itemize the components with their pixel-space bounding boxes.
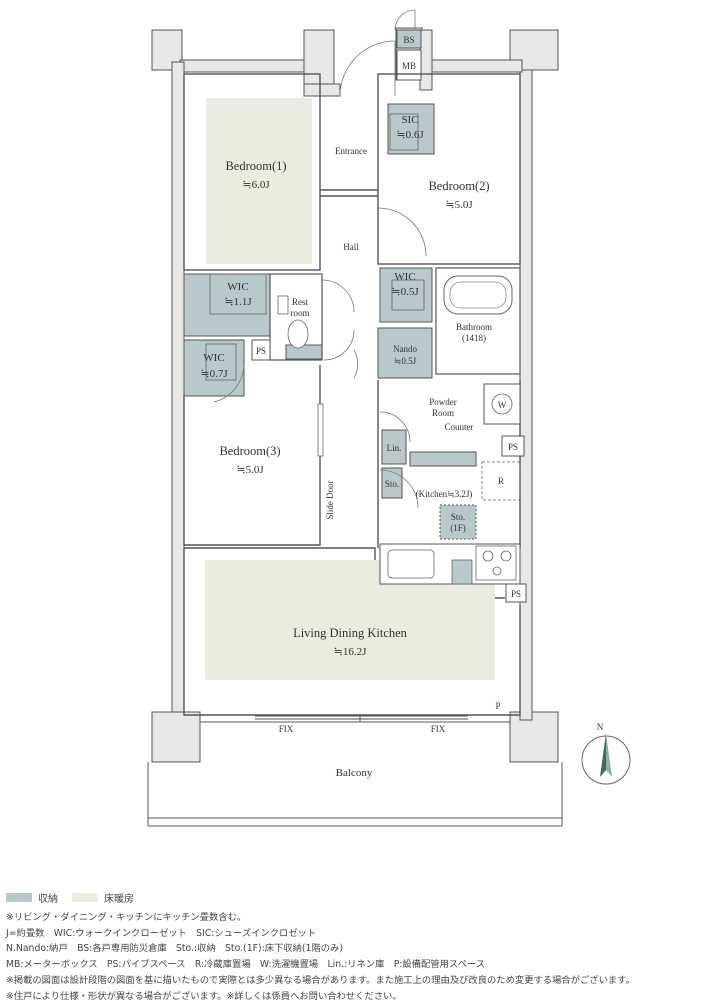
ps-label-restroom: PS xyxy=(256,346,266,356)
bedroom3-size: ≒5.0J xyxy=(236,464,264,476)
slide-door-label: Slide Door xyxy=(325,480,335,519)
bedroom2-size: ≒5.0J xyxy=(445,199,473,211)
p-label: P xyxy=(495,701,500,711)
note-line: MB:メーターボックス PS:パイプスペース R:冷蔵庫置場 W:洗濯機置場 L… xyxy=(6,959,485,971)
north-label: N xyxy=(597,722,604,732)
sto1f-line2: (1F) xyxy=(450,523,466,533)
ps-box-powder xyxy=(501,435,525,457)
ps-label-powder: PS xyxy=(508,442,518,452)
lin-area xyxy=(381,429,407,465)
powder-line2: Room xyxy=(432,408,454,418)
washer-label: W xyxy=(498,400,507,410)
balcony-label: Balcony xyxy=(336,767,373,779)
bedroom1-size: ≒6.0J xyxy=(242,179,270,191)
lin-label: Lin. xyxy=(387,443,402,453)
floor-plan: BS MB xyxy=(147,9,631,827)
bs-box xyxy=(396,29,422,49)
restroom-line1: Rest xyxy=(292,297,309,307)
sic-name: SIC xyxy=(401,114,418,126)
window-line xyxy=(200,714,510,723)
wic-inner-lines xyxy=(205,113,425,381)
toilet-fixture xyxy=(277,295,309,349)
wic3-size: ≒0.5J xyxy=(391,286,419,298)
mb-label: MB xyxy=(402,61,416,71)
washer-box xyxy=(483,383,521,425)
mb-box xyxy=(396,49,422,81)
legend-floor-heating-swatch xyxy=(72,893,98,902)
restroom-line2: room xyxy=(291,308,310,318)
wic3-area xyxy=(379,267,433,323)
kitchen-label: (Kitchen≒3.2J) xyxy=(416,489,473,499)
bathtub xyxy=(443,275,513,315)
washer-drum xyxy=(491,393,513,415)
bedroom3-name: Bedroom(3) xyxy=(219,444,280,458)
fridge-space xyxy=(481,461,521,501)
kitchen-storage xyxy=(451,559,473,585)
sto-label: Sto. xyxy=(385,479,399,489)
note-line: N.Nando:納戸 BS:各戸専用防災倉庫 Sto.:収納 Sto.(1F):… xyxy=(6,943,343,955)
fridge-label: R xyxy=(498,476,504,486)
powder-line1: Powder xyxy=(429,397,457,407)
bedroom1-name: Bedroom(1) xyxy=(225,159,286,173)
legend-storage-swatch xyxy=(6,893,32,902)
floor-heating-bedroom1 xyxy=(206,98,312,264)
slide-door xyxy=(317,403,324,457)
nando-area xyxy=(377,327,433,379)
powder-floor xyxy=(409,451,477,467)
note-line: ※リビング・ダイニング・キッチンにキッチン畳数含む。 xyxy=(6,912,247,923)
counter-label: Counter xyxy=(445,422,474,432)
fix-label-left: FIX xyxy=(279,724,294,734)
stove xyxy=(475,545,517,581)
ldk-name: Living Dining Kitchen xyxy=(293,626,408,640)
wic1-area xyxy=(183,273,271,337)
sto1f-area xyxy=(439,504,477,540)
notes: ※リビング・ダイニング・キッチンにキッチン畳数含む。 J=約畳数 WIC:ウォー… xyxy=(6,910,704,1004)
sic-area xyxy=(387,103,435,155)
note-line: ※掲載の図面は設計段階の図面を基に描いたもので実際とは多少異なる場合があります。… xyxy=(6,974,635,986)
bathroom-name: Bathroom xyxy=(456,322,492,332)
wic1-name: WIC xyxy=(227,281,248,293)
entrance-door xyxy=(339,9,416,97)
door-swings xyxy=(213,207,427,509)
hall-label: Hall xyxy=(343,242,359,252)
bathroom-size: (1418) xyxy=(462,333,486,343)
sto-area xyxy=(381,467,403,499)
bathroom-wall xyxy=(435,267,521,375)
sic-size: ≒0.6J xyxy=(396,129,424,141)
legend-floor-heating-label: 床暖房 xyxy=(104,894,134,905)
north-arrow-icon: N xyxy=(581,722,631,785)
balcony-outline xyxy=(147,762,563,827)
wic2-area xyxy=(183,339,245,397)
nando-size: ≒0.5J xyxy=(394,356,417,366)
ldk-size: ≒16.2J xyxy=(334,646,367,658)
nando-name: Nando xyxy=(393,344,417,354)
bedroom2-name: Bedroom(2) xyxy=(428,179,489,193)
wic3-name: WIC xyxy=(394,271,415,283)
note-line: J=約畳数 WIC:ウォークインクローゼット SIC:シューズインクロゼット xyxy=(6,927,317,939)
storage-areas xyxy=(183,103,477,540)
ps-box-restroom xyxy=(251,339,271,361)
ps-label-kitchen: PS xyxy=(511,589,521,599)
fix-label-right: FIX xyxy=(431,724,446,734)
restroom-floor xyxy=(285,344,323,360)
kitchen-sink xyxy=(387,549,435,579)
legend-storage-label: 収納 xyxy=(38,894,58,905)
restroom-wall xyxy=(269,273,323,361)
bathtub-inner xyxy=(449,281,507,309)
burner-icon xyxy=(482,550,512,576)
entrance-label: Entrance xyxy=(335,146,367,156)
legend: 収納 床暖房 xyxy=(6,890,134,905)
wic2-size: ≒0.7J xyxy=(200,368,228,380)
wic1-size: ≒1.1J xyxy=(224,296,252,308)
bs-label: BS xyxy=(403,35,414,45)
wic2-name: WIC xyxy=(203,352,224,364)
sto1f-line1: Sto. xyxy=(451,512,465,522)
note-line: ※住戸により仕様・形状が異なる場合がございます。※詳しくは係員へお問い合わせくだ… xyxy=(6,990,402,1002)
